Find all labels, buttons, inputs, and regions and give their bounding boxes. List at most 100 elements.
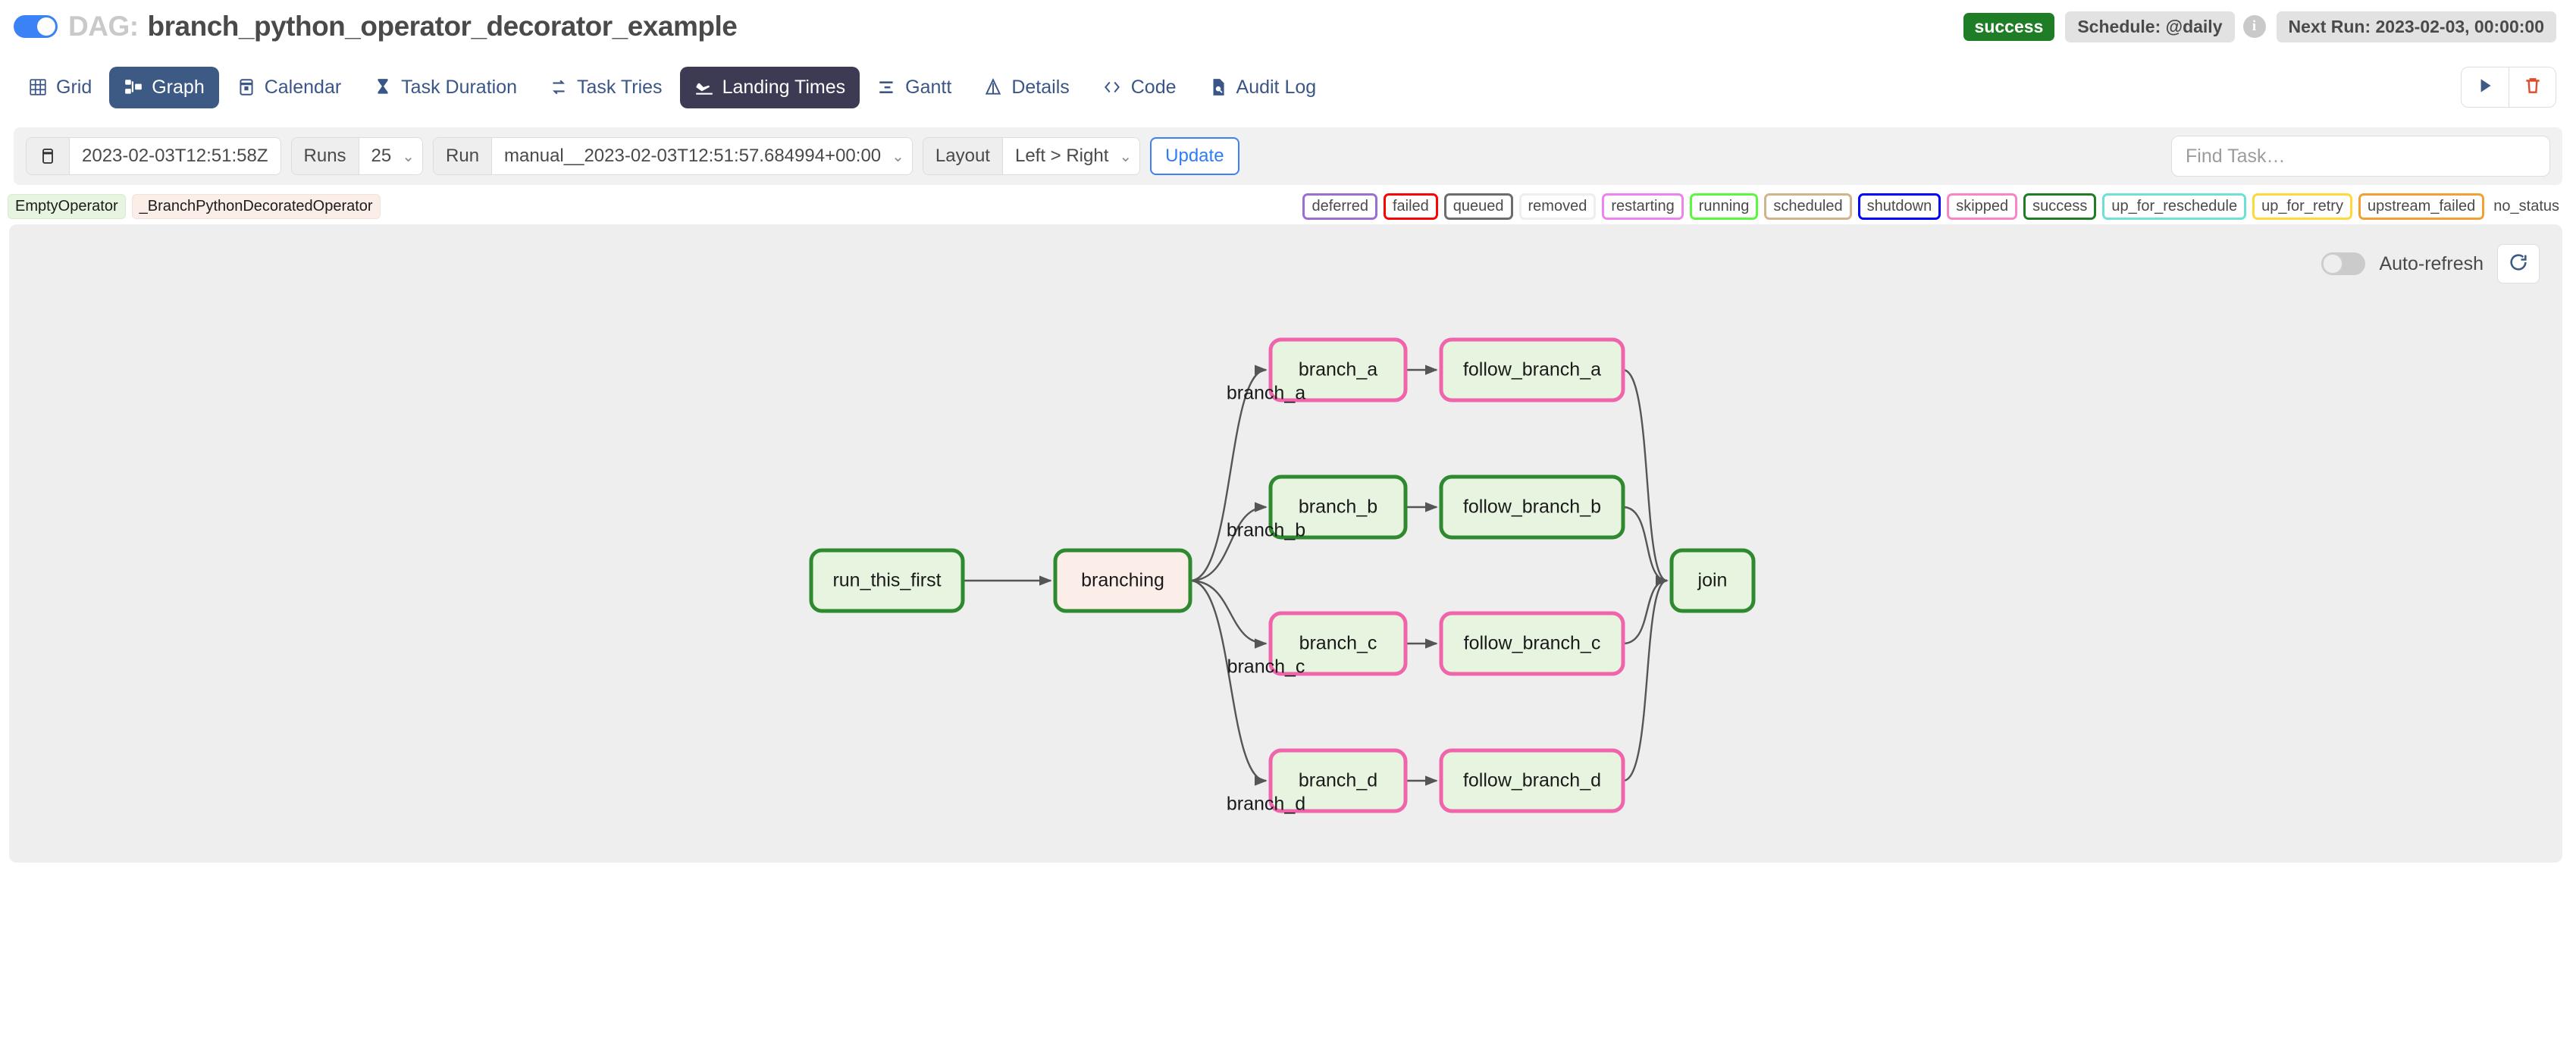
operator-legend-chip[interactable]: EmptyOperator <box>8 193 126 219</box>
refresh-icon <box>2508 252 2529 277</box>
graph-node-label: follow_branch_b <box>1463 496 1601 518</box>
tab-landing-times[interactable]: Landing Times <box>679 66 860 108</box>
status-legend-chip[interactable]: skipped <box>1947 193 2018 220</box>
code-icon <box>1102 77 1123 97</box>
graph-edge-label: branch_b <box>1227 520 1305 541</box>
tab-audit-log[interactable]: Audit Log <box>1194 67 1331 108</box>
graph-node-run_this_first[interactable]: run_this_first <box>809 548 965 613</box>
tab-task-tries[interactable]: Task Tries <box>534 67 677 108</box>
info-icon[interactable]: i <box>2242 15 2266 38</box>
play-icon <box>2475 76 2495 99</box>
runs-select[interactable]: Runs 25 ⌄ <box>290 137 424 175</box>
delete-dag-button[interactable] <box>2509 67 2556 107</box>
tab-landing-times-label: Landing Times <box>722 76 846 98</box>
graph-node-label: join <box>1697 570 1728 591</box>
graph-node-join[interactable]: join <box>1669 548 1756 613</box>
tab-grid[interactable]: Grid <box>14 67 106 108</box>
graph-node-box <box>809 548 965 613</box>
chevron-down-icon: ⌄ <box>892 148 904 165</box>
tab-details[interactable]: Details <box>969 67 1083 108</box>
tab-graph[interactable]: Graph <box>109 66 219 108</box>
dag-prefix-label: DAG: <box>68 11 139 42</box>
status-legend-chip[interactable]: upstream_failed <box>2358 193 2485 220</box>
graph-node-follow_branch_a[interactable]: follow_branch_a <box>1439 337 1625 402</box>
graph-node-label: follow_branch_a <box>1463 359 1601 381</box>
chevron-down-icon: ⌄ <box>1119 148 1133 165</box>
operator-legend-chip[interactable]: _BranchPythonDecoratedOperator <box>131 193 381 219</box>
find-task-input[interactable]: Find Task… <box>2171 136 2550 177</box>
graph-node-label: run_this_first <box>832 570 941 591</box>
status-legend-chip[interactable]: running <box>1689 193 1759 220</box>
canvas-toolbar: Auto-refresh <box>2321 244 2540 283</box>
date-value: 2023-02-03T12:51:58Z <box>70 138 280 174</box>
graph-node-branching[interactable]: branching <box>1053 548 1192 613</box>
dag-header-meta: success Schedule: @daily i Next Run: 202… <box>1963 11 2556 42</box>
graph-node-box <box>1439 611 1625 676</box>
status-legend-chip[interactable]: up_for_retry <box>2252 193 2352 220</box>
status-legend-no-status[interactable]: no_status <box>2493 197 2559 215</box>
dag-nav-bar: Grid Graph Calendar <box>0 53 2576 121</box>
tab-details-label: Details <box>1011 76 1070 98</box>
date-picker[interactable]: 2023-02-03T12:51:58Z <box>26 137 281 175</box>
graph-edge <box>1189 579 1268 649</box>
auto-refresh-label: Auto-refresh <box>2379 252 2484 274</box>
graph-node-branch_a[interactable]: branch_a <box>1268 337 1408 402</box>
legend-row: EmptyOperator_BranchPythonDecoratedOpera… <box>0 185 2576 220</box>
graph-edge <box>1622 575 1669 782</box>
dag-tabs: Grid Graph Calendar <box>14 66 1331 108</box>
tab-calendar-label: Calendar <box>264 76 342 98</box>
status-legend-chip[interactable]: failed <box>1383 193 1438 220</box>
tab-task-tries-label: Task Tries <box>577 76 663 98</box>
runs-value-text: 25 <box>371 146 392 166</box>
tab-task-duration[interactable]: Task Duration <box>359 67 531 108</box>
graph-node-label: branch_a <box>1299 359 1377 381</box>
graph-edge <box>1189 502 1268 582</box>
runs-label: Runs <box>291 138 359 174</box>
graph-canvas[interactable]: Auto-refresh run_this_first branching bran… <box>9 224 2562 863</box>
dag-graph-svg[interactable]: run_this_first branching branch_a follow_br… <box>9 224 2562 863</box>
graph-node-branch_d[interactable]: branch_d <box>1268 748 1408 813</box>
status-legend-chip[interactable]: queued <box>1443 193 1513 220</box>
dag-state-badge: success <box>1963 12 2055 41</box>
status-legend-chip[interactable]: removed <box>1518 193 1597 220</box>
run-select[interactable]: Run manual__2023-02-03T12:51:57.684994+0… <box>433 137 913 175</box>
graph-node-follow_branch_d[interactable]: follow_branch_d <box>1439 748 1625 813</box>
dag-pause-toggle[interactable] <box>14 15 58 38</box>
graph-edge-label: branch_d <box>1227 794 1305 815</box>
tab-calendar[interactable]: Calendar <box>222 67 356 108</box>
layout-select[interactable]: Layout Left > Right ⌄ <box>922 137 1141 175</box>
status-legend-chip[interactable]: up_for_reschedule <box>2102 193 2247 220</box>
graph-node-branch_c[interactable]: branch_c <box>1268 611 1408 676</box>
dag-action-buttons <box>2461 67 2556 108</box>
tab-audit-log-label: Audit Log <box>1236 76 1317 98</box>
graph-node-follow_branch_b[interactable]: follow_branch_b <box>1439 475 1625 540</box>
graph-node-box <box>1439 337 1625 402</box>
trigger-dag-button[interactable] <box>2462 67 2509 107</box>
tab-gantt[interactable]: Gantt <box>863 67 966 108</box>
status-legend-chip[interactable]: restarting <box>1602 193 1684 220</box>
refresh-button[interactable] <box>2497 244 2540 283</box>
graph-node-label: follow_branch_d <box>1463 770 1601 791</box>
grid-icon <box>28 77 48 97</box>
graph-node-follow_branch_c[interactable]: follow_branch_c <box>1439 611 1625 676</box>
schedule-group: Schedule: @daily i <box>2065 11 2266 42</box>
graph-node-branch_b[interactable]: branch_b <box>1268 475 1408 540</box>
details-icon <box>983 77 1003 97</box>
auto-refresh-toggle[interactable] <box>2321 252 2366 275</box>
run-value: manual__2023-02-03T12:51:57.684994+00:00… <box>492 138 912 174</box>
status-legend-chip[interactable]: shutdown <box>1857 193 1941 220</box>
tab-task-duration-label: Task Duration <box>401 76 518 98</box>
trash-icon <box>2523 76 2543 99</box>
update-button[interactable]: Update <box>1150 137 1239 175</box>
hourglass-icon <box>373 77 393 97</box>
graph-node-box <box>1268 748 1408 813</box>
status-legend-chip[interactable]: success <box>2023 193 2097 220</box>
runs-value: 25 ⌄ <box>359 138 423 174</box>
status-legend-chip[interactable]: scheduled <box>1764 193 1852 220</box>
status-legend-chip[interactable]: deferred <box>1302 193 1377 220</box>
graph-node-box <box>1439 748 1625 813</box>
tab-code-label: Code <box>1130 76 1177 98</box>
tab-gantt-label: Gantt <box>905 76 952 98</box>
tab-code[interactable]: Code <box>1087 67 1191 108</box>
